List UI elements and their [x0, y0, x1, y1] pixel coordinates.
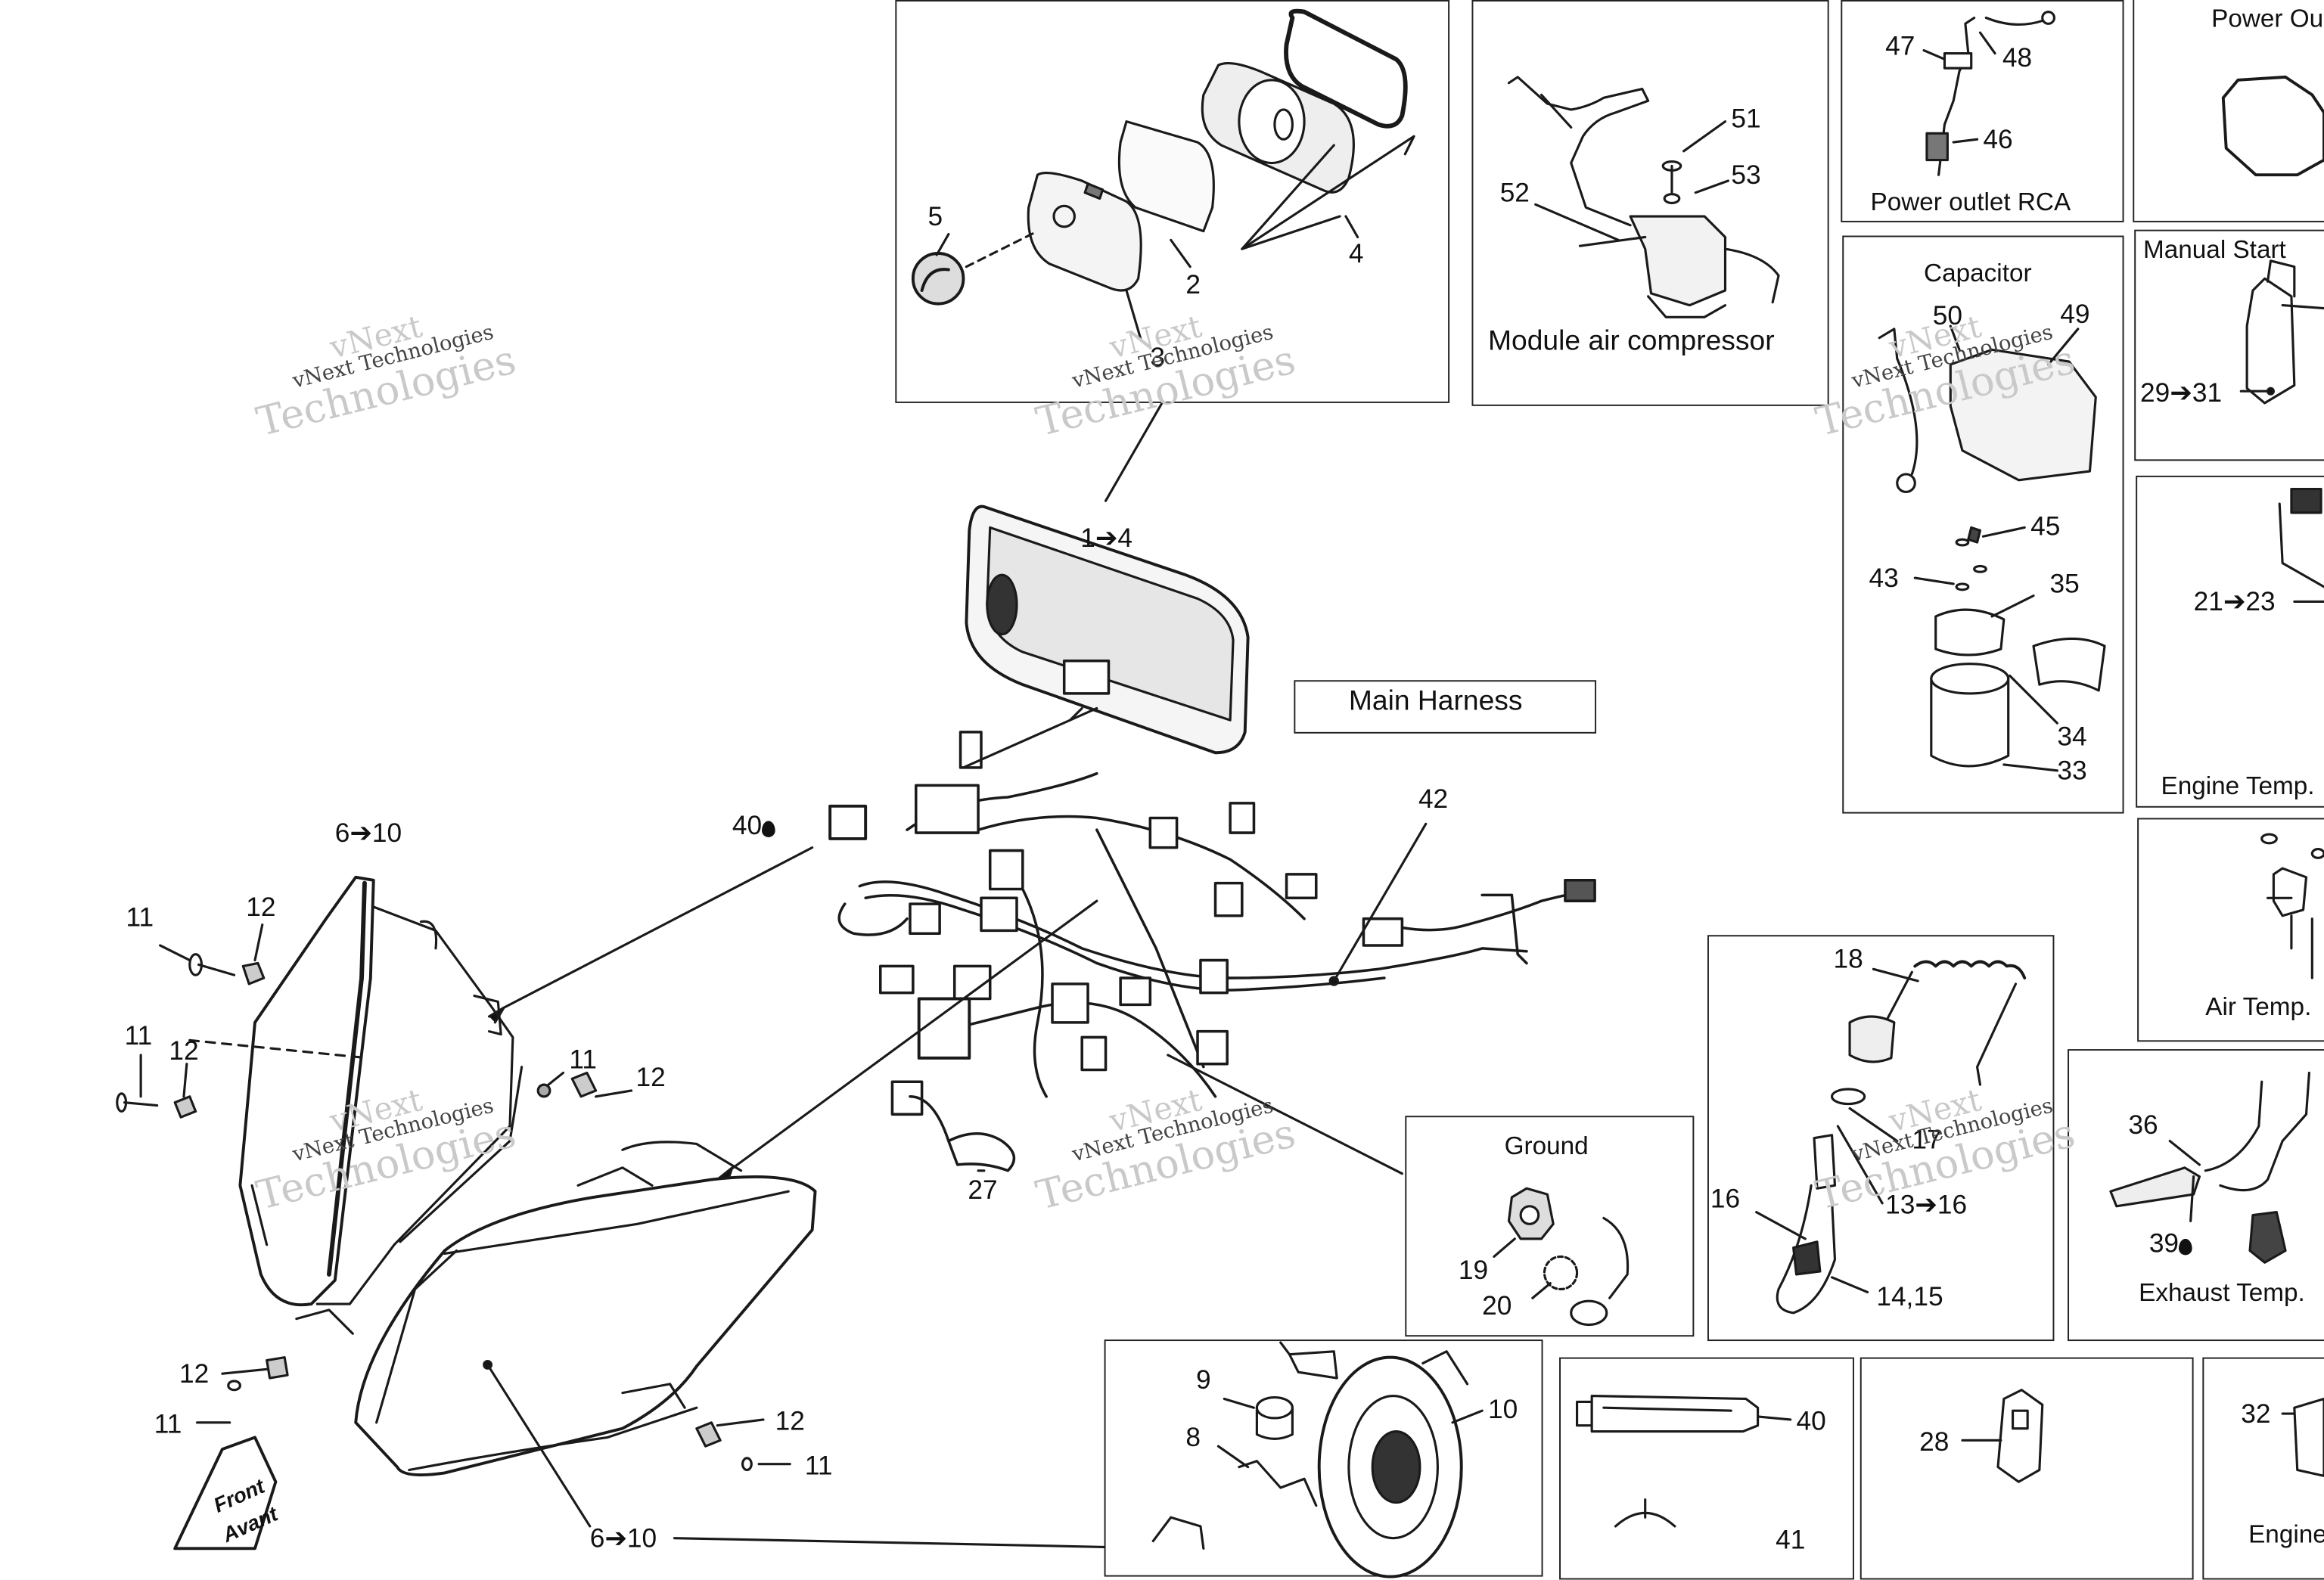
callout-35: 35	[2049, 569, 2080, 599]
callout-12-c: 12	[635, 1062, 666, 1092]
callout-11-d: 11	[154, 1409, 182, 1439]
manual-start-title: Manual Start	[2142, 235, 2286, 264]
callout-34: 34	[2057, 722, 2087, 752]
callout-52: 52	[1499, 178, 1530, 208]
capacitor-title: Capacitor	[1924, 259, 2032, 288]
fasteners-left	[116, 923, 791, 1472]
callout-11-b: 11	[124, 1020, 153, 1051]
callout-47: 47	[1885, 31, 1915, 61]
callout-32: 32	[2241, 1398, 2271, 1429]
callout-18: 18	[1833, 944, 1863, 974]
ground-drawing	[1493, 1187, 1630, 1327]
engine-connector-drawing	[2293, 1397, 2324, 1477]
callout-11-e: 11	[804, 1451, 833, 1481]
air-compressor-drawing	[1507, 76, 1780, 318]
air-temp-drawing	[2260, 833, 2324, 979]
power-outlet-drawing	[2221, 75, 2324, 177]
headlamp	[354, 1141, 817, 1528]
callout-20: 20	[1482, 1290, 1512, 1321]
lubricant-panel	[1559, 1357, 1854, 1580]
callout-43: 43	[1869, 563, 1899, 593]
engine-panel-title: Engine	[2248, 1520, 2324, 1549]
lubricant-drop-icon	[2179, 1238, 2192, 1256]
callout-6-10-top: 6➔10	[334, 818, 402, 848]
parts-diagram: Module air compressor Power outlet RCA P…	[116, 0, 2324, 1580]
tether-switch-drawing	[1755, 960, 2027, 1315]
diagram-artwork	[116, 8, 2324, 1578]
exhaust-temp-panel	[2068, 1049, 2324, 1342]
callout-4: 4	[1348, 238, 1364, 269]
callout-39: 39	[2149, 1230, 2192, 1256]
callout-41: 41	[1776, 1525, 1806, 1555]
air-temp-title: Air Temp.	[2205, 992, 2312, 1021]
callout-12-d: 12	[179, 1358, 210, 1389]
callout-27: 27	[968, 1175, 998, 1205]
callout-21-23: 21➔23	[2193, 586, 2276, 617]
callout-49: 49	[2060, 299, 2090, 329]
module-air-compressor-title: Module air compressor	[1488, 326, 1775, 358]
tether-switch-panel	[1707, 935, 2055, 1342]
callout-40-harness: 40	[732, 812, 775, 839]
callout-45: 45	[2030, 511, 2061, 542]
exhaust-temp-drawing	[2109, 1071, 2310, 1264]
callout-16: 16	[1710, 1184, 1741, 1214]
callout-3: 3	[1150, 342, 1165, 372]
callout-2: 2	[1185, 269, 1201, 300]
callout-8: 8	[1185, 1422, 1201, 1453]
main-harness-label-box	[1294, 680, 1597, 734]
callout-42: 42	[1418, 784, 1449, 814]
callout-33: 33	[2057, 756, 2087, 786]
manual-start-drawing	[2239, 259, 2324, 405]
gauge-cluster-exploded	[911, 8, 1415, 343]
callout-11-a: 11	[126, 902, 154, 933]
capacitor-drawing	[1878, 324, 2106, 772]
callout-40-tube: 40	[1796, 1406, 1826, 1436]
callout-11-c: 11	[569, 1045, 597, 1075]
engine-temp-title: Engine Temp.	[2161, 771, 2315, 800]
callout-9: 9	[1196, 1364, 1211, 1395]
callout-10: 10	[1488, 1394, 1518, 1424]
rca-cable-drawing	[1922, 11, 2055, 176]
callout-1-4: 1➔4	[1080, 523, 1133, 553]
engine-temp-panel	[2136, 475, 2324, 808]
air-temp-panel	[2137, 818, 2324, 1042]
connector-drawing	[1961, 1389, 2044, 1483]
callout-28: 28	[1919, 1426, 1950, 1457]
ground-title: Ground	[1504, 1131, 1589, 1161]
engine-temp-drawing	[2278, 487, 2324, 603]
callout-6-10-bottom: 6➔10	[589, 1523, 657, 1554]
callout-46: 46	[1983, 124, 2013, 154]
exhaust-temp-title: Exhaust Temp.	[2139, 1278, 2305, 1308]
callout-14-15: 14,15	[1876, 1281, 1943, 1311]
callout-12-a: 12	[246, 892, 276, 922]
callout-12-b: 12	[169, 1035, 199, 1066]
callout-51: 51	[1731, 104, 1761, 134]
callout-19: 19	[1458, 1255, 1489, 1285]
power-outlet-title: Power Ou	[2211, 4, 2324, 33]
lubricant-drop-icon	[762, 821, 775, 837]
callout-48: 48	[2002, 42, 2033, 73]
callout-40-number: 40	[732, 810, 763, 840]
main-harness-label: Main Harness	[1348, 686, 1523, 718]
lubricant-tube-drawing	[1576, 1394, 1792, 1528]
callout-50: 50	[1932, 300, 1963, 331]
module-air-compressor-panel	[1471, 0, 1829, 406]
gauge-cluster-assembled	[965, 504, 1250, 755]
front-arrow	[173, 1436, 278, 1551]
headlight-housing	[188, 875, 524, 1335]
callout-17: 17	[1912, 1125, 1942, 1155]
callout-29-31: 29➔31	[2140, 377, 2223, 408]
callout-36: 36	[2128, 1110, 2158, 1140]
main-harness-drawing	[828, 731, 1596, 1172]
callout-39-number: 39	[2148, 1228, 2180, 1259]
callout-13-16: 13➔16	[1885, 1190, 1968, 1220]
callout-12-e: 12	[775, 1406, 805, 1436]
callout-5: 5	[927, 201, 943, 231]
callout-53: 53	[1731, 160, 1761, 190]
power-outlet-rca-title: Power outlet RCA	[1870, 188, 2071, 217]
